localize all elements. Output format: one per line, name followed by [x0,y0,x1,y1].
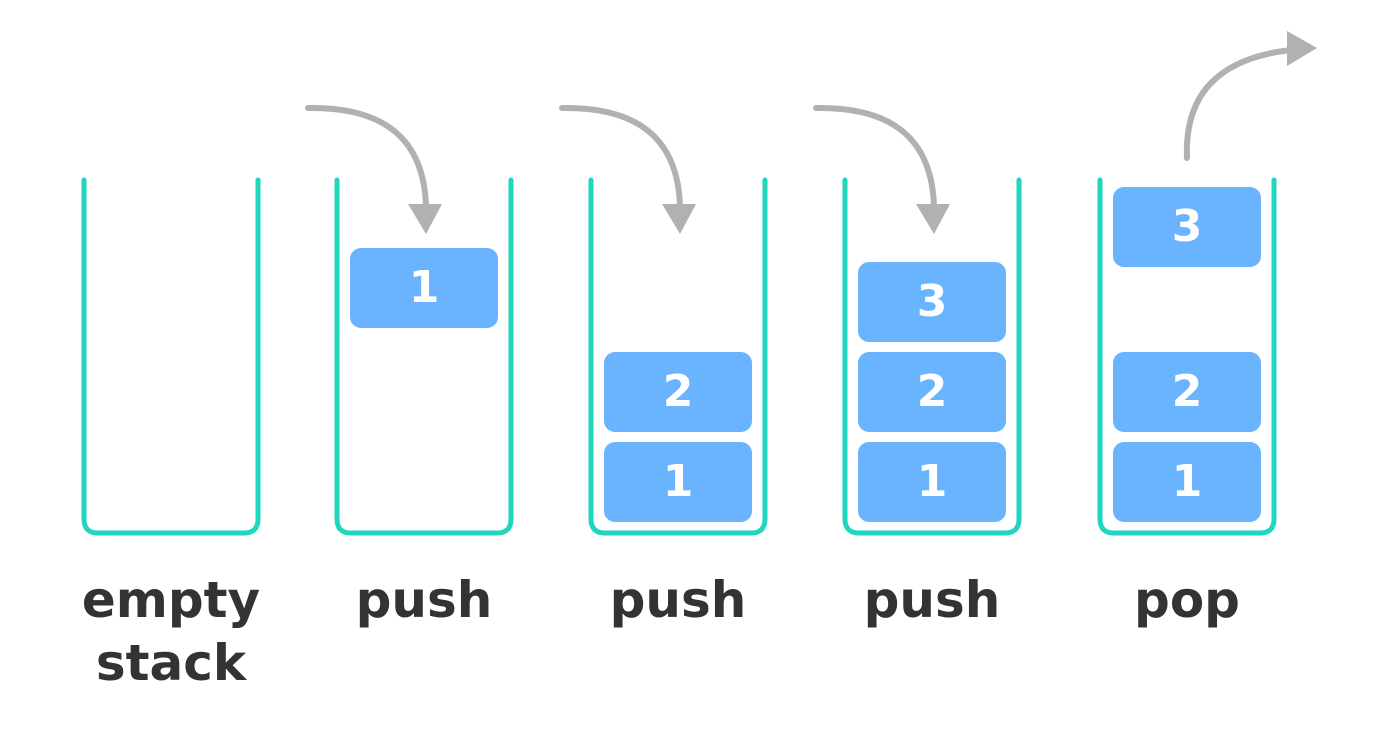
stack-block-value: 1 [917,456,948,507]
stack-block-value: 3 [917,276,948,327]
pop-arrow-icon [1183,31,1317,161]
stack-block: 2 [858,352,1006,432]
stack-block-box [1113,442,1261,522]
stack-block-value: 1 [409,262,440,313]
stack-block: 1 [350,248,498,328]
stack-block: 1 [604,442,752,522]
stack-block: 3 [1113,187,1261,267]
push-arrow-icon [559,104,696,234]
stack-block-box [1113,187,1261,267]
stack-block-box [858,442,1006,522]
stack-block-box [858,352,1006,432]
stack-block-value: 1 [663,456,694,507]
stack-operation-label: push [356,571,493,629]
stack-operation-label: pop [1134,571,1240,629]
push-arrow-icon [305,104,442,234]
stack-block-value: 3 [1172,201,1203,252]
stack-block-value: 2 [1172,366,1203,417]
stack-block: 2 [604,352,752,432]
stack-container [81,177,261,536]
stack-block-box [604,352,752,432]
stack-block: 3 [858,262,1006,342]
stack-operation-label: empty [82,571,260,629]
stack-block-box [858,262,1006,342]
stack-block: 1 [858,442,1006,522]
stack-block-box [1113,352,1261,432]
stack-container [842,177,1022,536]
stack-container [1097,177,1277,536]
stack-block: 2 [1113,352,1261,432]
stack-container [334,177,514,536]
stack-operation-label: push [610,571,747,629]
stack-operation-label: stack [96,634,248,692]
stack-operation-label: push [864,571,1001,629]
stack-block: 1 [1113,442,1261,522]
stack-block-box [350,248,498,328]
stack-block-value: 2 [917,366,948,417]
stack-container [588,177,768,536]
push-arrow-icon [813,104,950,234]
stack-block-value: 2 [663,366,694,417]
stack-block-box [604,442,752,522]
stack-block-value: 1 [1172,456,1203,507]
